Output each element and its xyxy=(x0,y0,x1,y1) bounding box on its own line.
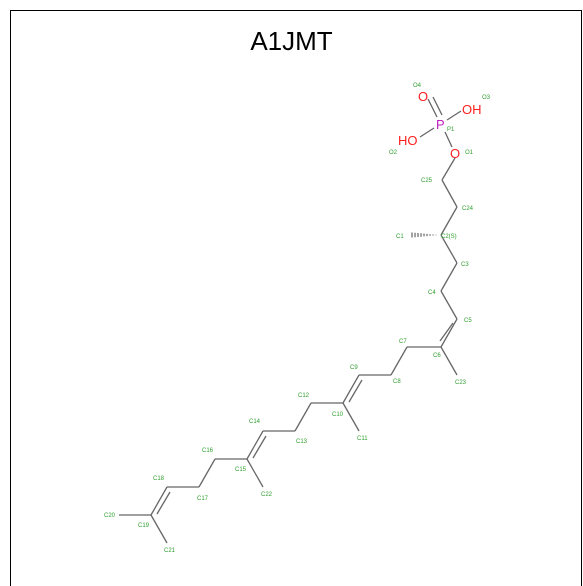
bond-c4-c5 xyxy=(440,290,458,320)
molecule-title: A1JMT xyxy=(250,26,333,56)
diagram-frame xyxy=(10,10,582,586)
bond-c3-c4 xyxy=(440,262,458,292)
bond-c7-c8 xyxy=(390,346,408,376)
atom-label-c8: C8 xyxy=(393,379,401,385)
atom-label-o4: O4 xyxy=(413,83,422,89)
atom-label-o2: O2 xyxy=(389,150,398,156)
atom-label-c7: C7 xyxy=(399,339,407,345)
atom-label-c22: C22 xyxy=(261,492,273,498)
bond-c10-c11 xyxy=(342,402,360,432)
hydroxyl-left-symbol: HO xyxy=(398,133,418,148)
bond-p-o1 xyxy=(444,131,453,148)
atom-label-p1: P1 xyxy=(447,127,455,133)
bond-c19-c21 xyxy=(150,514,168,544)
atom-label-c10: C10 xyxy=(332,412,344,418)
bond-c5-c6-a xyxy=(440,318,458,348)
atom-label-c20: C20 xyxy=(104,513,116,519)
bond-lines xyxy=(119,96,462,544)
atom-label-c25: C25 xyxy=(421,178,433,184)
bond-p-o2 xyxy=(419,127,435,138)
atom-label-c18: C18 xyxy=(153,476,165,482)
atom-label-c21: C21 xyxy=(164,548,176,554)
bond-c14-c15-b xyxy=(252,435,267,459)
atom-label-c24: C24 xyxy=(462,206,474,212)
atom-label-c23: C23 xyxy=(455,380,467,386)
bond-c18-c19-b xyxy=(156,491,171,515)
bond-c2-c3 xyxy=(440,234,458,264)
atom-label-c4: C4 xyxy=(428,290,436,296)
atom-label-c13: C13 xyxy=(296,439,308,445)
bond-o1-c25 xyxy=(441,157,456,181)
atom-label-c12: C12 xyxy=(298,393,310,399)
bond-c24-c2 xyxy=(440,206,458,236)
bond-c12-c13 xyxy=(294,402,312,432)
carbon-labels: C25 C24 C1 C2(S) C3 C4 C5 C7 C6 C23 C9 C… xyxy=(104,178,474,554)
atom-label-o1: O1 xyxy=(465,150,474,156)
bond-c25-c24 xyxy=(441,179,458,208)
bond-c5-c6-b xyxy=(439,322,454,342)
atom-label-o3: O3 xyxy=(482,95,491,101)
stereo-hash-bond xyxy=(411,232,437,238)
hydroxyl-right-symbol: OH xyxy=(462,102,482,117)
atom-label-c6: C6 xyxy=(433,353,441,359)
bond-c18-c19-a xyxy=(150,486,168,516)
bond-c15-c22 xyxy=(246,458,264,488)
bond-c6-c23 xyxy=(440,346,458,376)
phosphorus-symbol: P xyxy=(436,117,445,132)
atom-label-c16: C16 xyxy=(202,448,214,454)
bond-c9-c10-b xyxy=(348,379,363,403)
atom-label-c15: C15 xyxy=(235,467,247,473)
atom-label-c19: C19 xyxy=(138,523,150,529)
atom-label-c5: C5 xyxy=(464,318,472,324)
atom-label-c9: C9 xyxy=(350,365,358,371)
atom-label-c2: C2(S) xyxy=(441,234,457,240)
bond-c16-c17 xyxy=(198,458,216,488)
atom-label-c17: C17 xyxy=(197,496,209,502)
atom-label-c3: C3 xyxy=(461,262,469,268)
bond-c14-c15-a xyxy=(246,430,264,460)
bond-p-o4-b xyxy=(432,96,443,116)
atom-label-c14: C14 xyxy=(249,419,261,425)
atom-label-c11: C11 xyxy=(357,436,368,442)
bond-c9-c10-a xyxy=(342,374,360,404)
oxygen-ester-symbol: O xyxy=(450,146,460,161)
bond-p-o3 xyxy=(446,110,462,121)
bond-p-o4-a xyxy=(427,98,438,118)
atom-label-c1: C1 xyxy=(396,234,404,240)
oxygen-double-symbol: O xyxy=(418,89,428,104)
